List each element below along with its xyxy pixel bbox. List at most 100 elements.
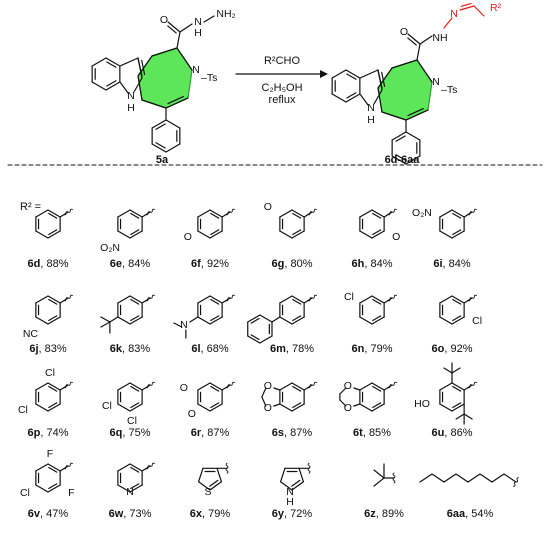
substituent-6x-ring <box>197 467 204 483</box>
substituent-6aa-chain-bond <box>431 473 445 483</box>
substituent-6q-ring <box>117 403 131 412</box>
substituent-6h-sep: , <box>364 258 370 270</box>
substituent-6d-label: 6d, 88% <box>28 258 69 270</box>
r2-header: R² = <box>20 201 41 213</box>
prod-phenyl-ring <box>405 131 421 141</box>
prod-phenyl-ring <box>395 154 406 161</box>
substituent-6h-ring <box>372 229 382 236</box>
substituent-6aa-chain-bond <box>467 473 481 483</box>
substituent-6m-ring <box>291 295 305 304</box>
substituent-6o-yield: 92% <box>450 343 472 355</box>
substituent-6aa-chain-bond <box>491 473 505 483</box>
substituent-6k-label: 6k, 83% <box>110 343 151 355</box>
sm-phenyl-ring <box>155 123 166 130</box>
substituent-6n-ring <box>359 316 373 325</box>
substituent-6t-atom: O <box>344 380 352 392</box>
substituent-6m-biaryl-bond <box>271 316 281 323</box>
substituent-6r-yield: 87% <box>207 427 229 439</box>
substituent-6j-id: 6j <box>29 343 38 355</box>
substituent-6z-sep: , <box>376 508 382 520</box>
reaction-arrowhead <box>320 70 328 78</box>
prod-azepine-highlight <box>377 59 433 121</box>
substituent-6v-sep: , <box>40 508 46 520</box>
substituent-6g-id: 6g <box>272 258 285 270</box>
substituent-6l-ring <box>197 316 211 325</box>
substituent-6r-atom: O <box>188 408 196 420</box>
substituent-6f-wavy <box>225 208 235 216</box>
sm-carbonyl-bond <box>176 31 181 49</box>
sm-hydrazide-bond <box>203 15 215 23</box>
sm-azepine-bond <box>137 55 153 77</box>
substituent-6w-id: 6w <box>109 508 124 520</box>
substituent-6n-label: 6n, 79% <box>352 343 393 355</box>
substituent-6aa-id: 6aa <box>447 508 466 520</box>
substituent-6e-ring <box>129 230 143 239</box>
reagent-label: R²CHO <box>264 55 300 67</box>
substituent-6n-ring <box>372 315 382 322</box>
substituent-6r-ring <box>209 403 223 412</box>
substituent-6i-ring <box>452 212 462 219</box>
substituent-6w-ring <box>117 484 131 493</box>
substituent-6x-wavy <box>225 462 229 474</box>
substituent-6k-tbu-bond <box>109 316 119 323</box>
substituent-6p-ring <box>48 385 58 392</box>
substituent-6k-wavy <box>145 294 155 302</box>
substituent-6v-ring <box>47 463 61 472</box>
substituent-6p-wavy <box>63 381 73 389</box>
substituent-6q-ring <box>129 382 143 391</box>
substituent-6g-wavy <box>307 208 317 216</box>
substituent-6m-ring2 <box>250 317 260 324</box>
substituent-6aa-yield: 54% <box>471 508 493 520</box>
substituent-6f-ring <box>210 229 220 236</box>
substituent-6l-sep: , <box>201 343 207 355</box>
solvent-label: C₂H₅OH <box>261 82 302 94</box>
substituent-6l-ring <box>209 295 223 304</box>
prod-hydrazone-double <box>460 2 472 7</box>
prod-amide-bond <box>419 35 433 45</box>
substituent-6s-ether-bond <box>273 387 281 391</box>
substituent-6l-methyl-bond <box>173 322 183 328</box>
substituent-6q-wavy <box>145 381 155 389</box>
sm-indole-benzene <box>105 81 121 91</box>
substituent-6s-ring <box>291 382 305 391</box>
substituent-6w-ring <box>130 466 140 473</box>
substituent-6j-sep: , <box>39 343 45 355</box>
prod-phenyl-ring <box>391 131 407 141</box>
substituent-6s-ether-bond <box>261 396 267 407</box>
substituent-6y-yield: 72% <box>290 508 312 520</box>
substituent-6n-ring <box>371 316 385 325</box>
substituent-6m-ring2 <box>259 314 273 323</box>
substituent-6m-ring <box>291 316 305 325</box>
substituent-6aa-label: 6aa, 54% <box>447 508 494 520</box>
substituent-6p-atom: Cl <box>18 404 28 416</box>
prod-r2: R² <box>490 2 502 14</box>
substituent-6h-ring <box>372 212 382 219</box>
substituent-6u-label: 6u, 86% <box>432 427 473 439</box>
substituent-6j-label: 6j, 83% <box>29 343 67 355</box>
substituent-6y-sep: , <box>284 508 290 520</box>
substituent-6t-ring <box>371 403 385 412</box>
prod-compound-label: 6d-6aa <box>385 154 421 166</box>
substituent-6u-tbu-bond <box>463 413 473 420</box>
sm-amide-n: N <box>194 16 202 28</box>
substituent-6t-ring <box>371 382 385 391</box>
substituent-6s-id: 6s <box>272 427 284 439</box>
substituent-6v-ring <box>35 463 49 472</box>
substituent-6x-sep: , <box>202 508 208 520</box>
substituent-6t-ether-bond <box>339 399 347 407</box>
substituent-6v-label: 6v, 47% <box>28 508 69 520</box>
sm-phenyl-ring <box>151 119 167 129</box>
substituent-6s-ring <box>291 403 305 412</box>
substituent-6p-ring <box>35 403 49 412</box>
substituent-6m-sep: , <box>286 343 292 355</box>
substituent-6e-ring <box>130 229 140 236</box>
substituent-6e-atom: O₂N <box>100 242 120 254</box>
prod-carbonyl-bond <box>407 33 421 45</box>
prod-indole-benzene <box>331 69 347 79</box>
substituent-6y-atom-h: H <box>286 496 294 508</box>
substituent-6r-atom: O <box>180 382 188 394</box>
prod-indole-bond <box>373 89 383 105</box>
substituent-6w-label: 6w, 73% <box>109 508 152 520</box>
substituent-6n-atom: Cl <box>344 291 354 303</box>
substituent-6g-label: 6g, 80% <box>272 258 313 270</box>
